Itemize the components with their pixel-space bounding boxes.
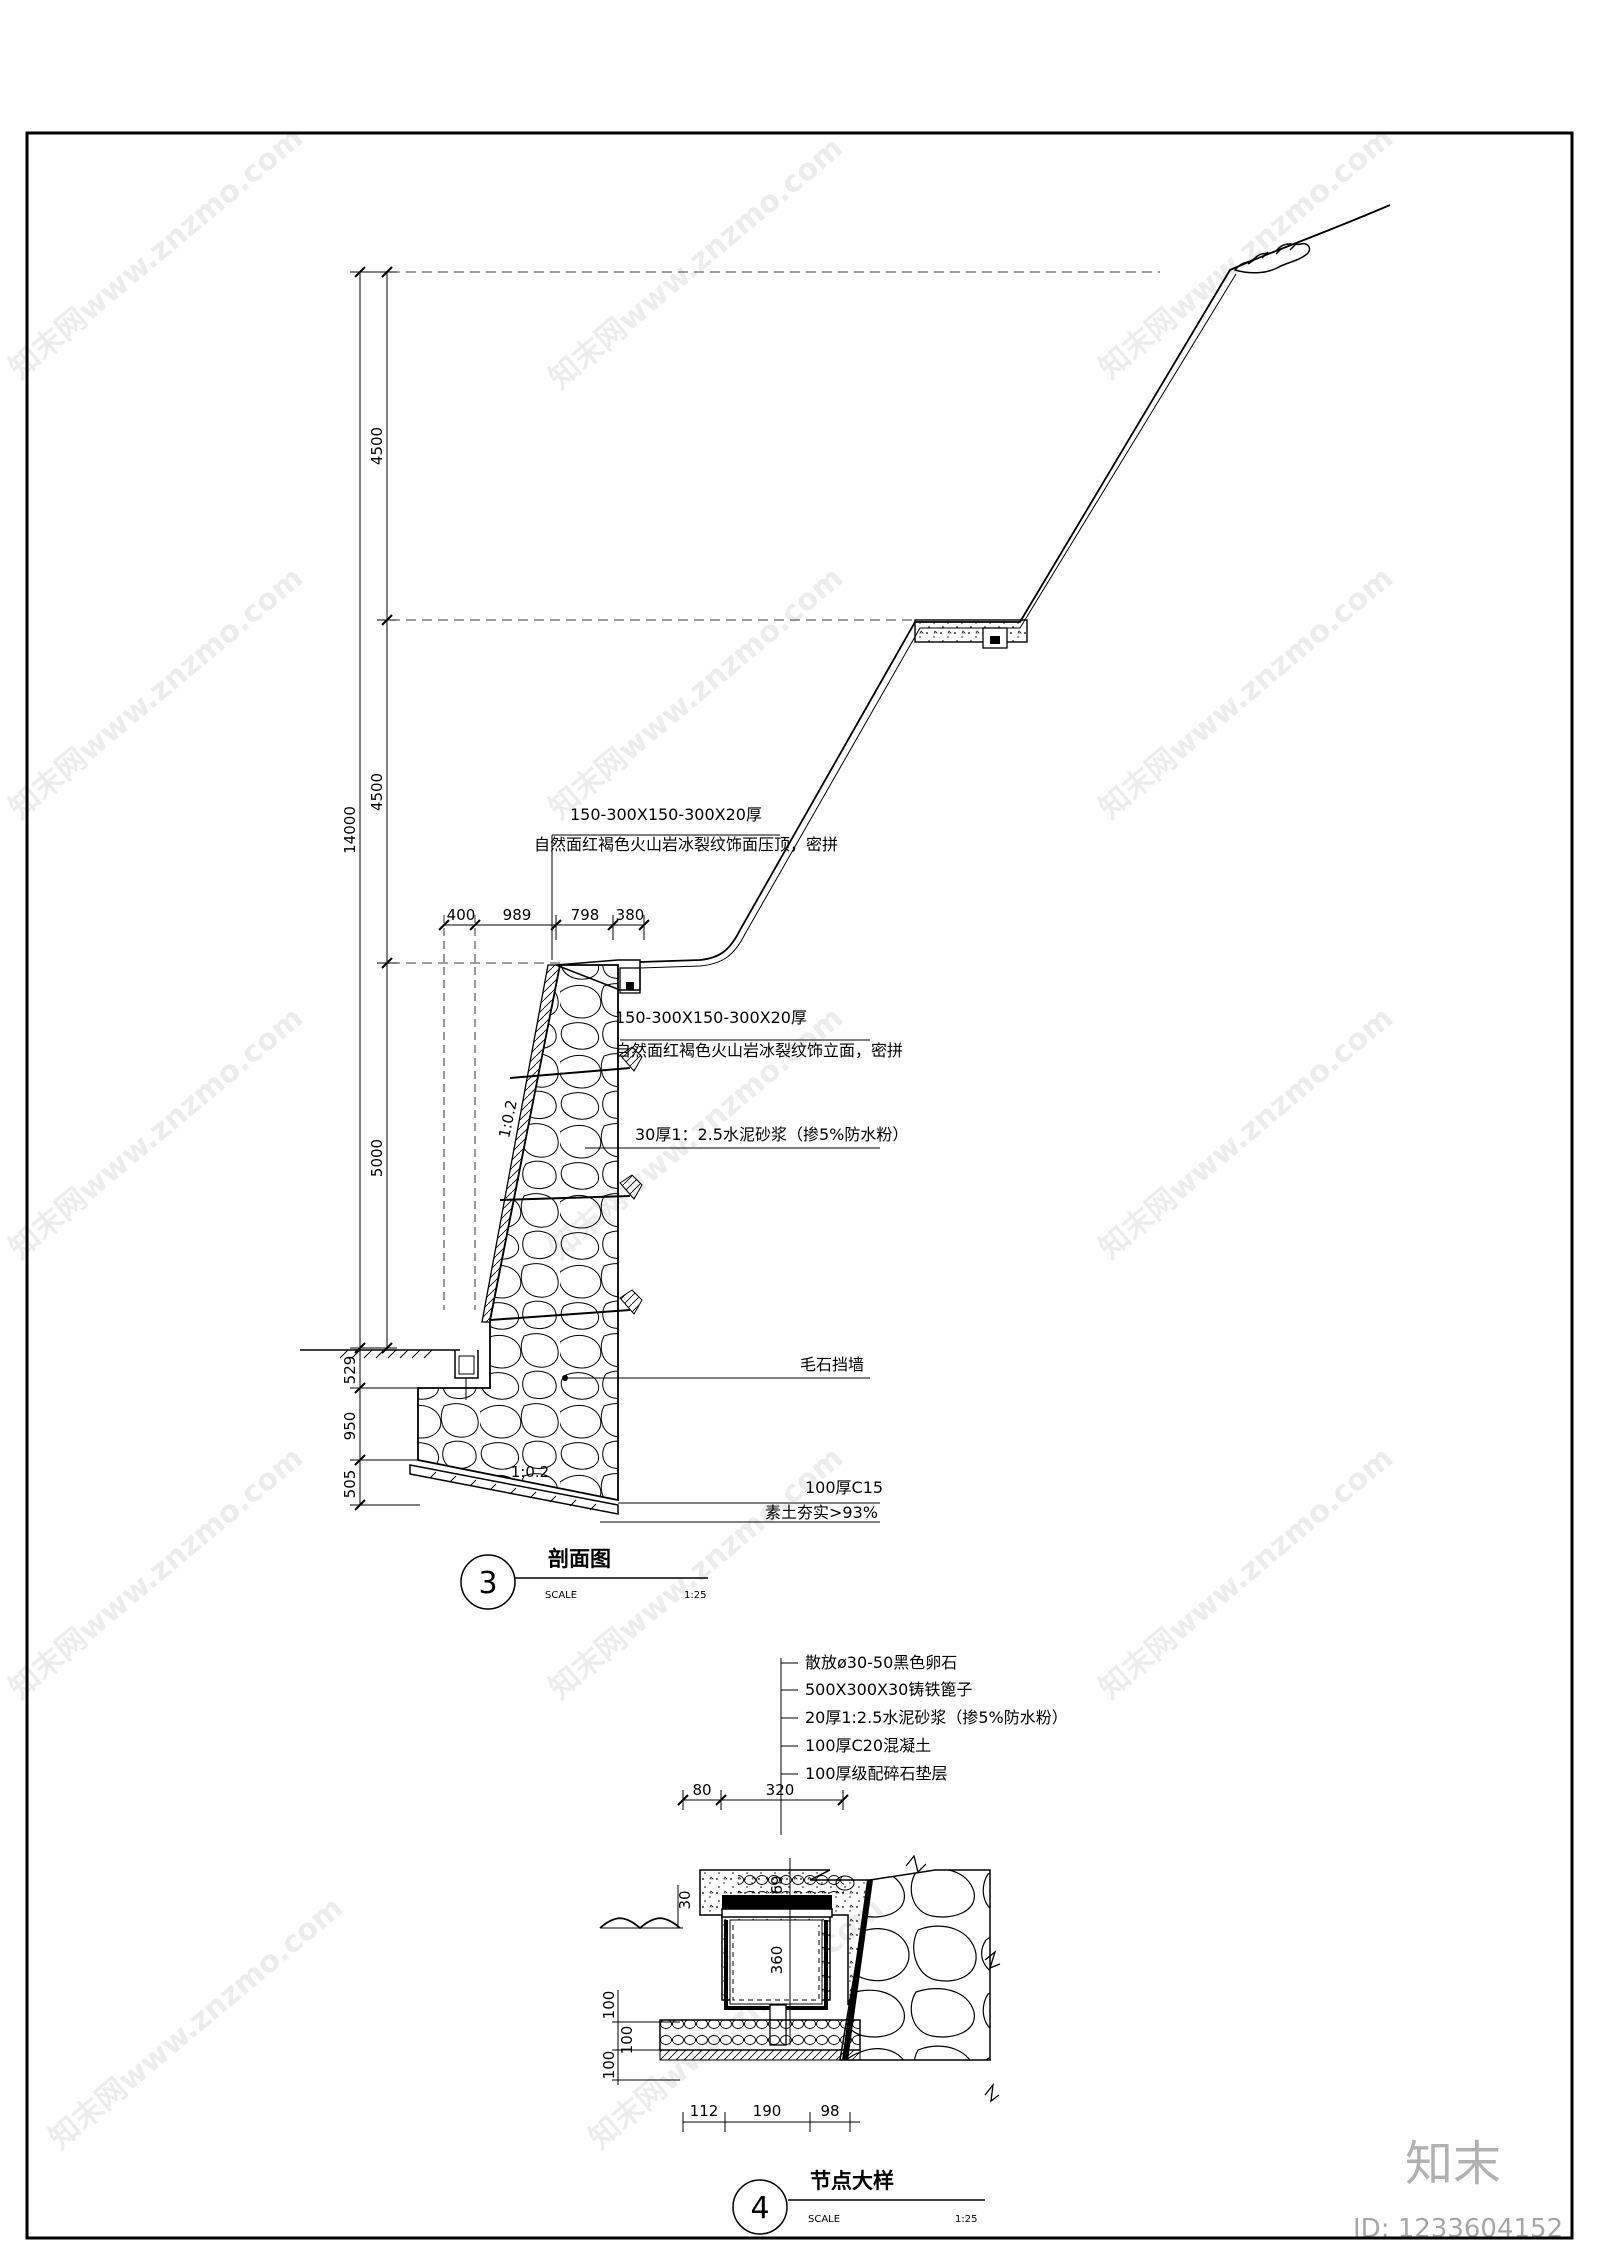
detail-dim-30: 30: [676, 1890, 694, 1909]
note-soil: 素土夯实>93%: [765, 1503, 878, 1522]
title-number-3: 3: [478, 1566, 497, 1601]
dim-top-989: 989: [503, 906, 532, 924]
watermark-text: 知末网www.znzmo.com: [3, 1000, 310, 1266]
dim-top-798: 798: [571, 906, 600, 924]
scale-label-4: SCALE: [808, 2214, 840, 2225]
note-face-desc: 自然面红褐色火山岩冰裂纹饰立面，密拼: [615, 1041, 903, 1060]
note-mortar: 30厚1：2.5水泥砂浆（掺5%防水粉）: [635, 1125, 908, 1144]
detail-dim-320: 320: [766, 1781, 795, 1799]
scale-label-3: SCALE: [545, 1590, 577, 1601]
scale-value-4: 1:25: [955, 2214, 977, 2225]
dim-base-529: 529: [341, 1356, 359, 1385]
detail-dim-100-a: 100: [600, 1991, 618, 2020]
note-rubble-wall: 毛石挡墙: [800, 1355, 864, 1374]
dim-middle-height: 4500: [368, 773, 386, 811]
detail-dim-100-c: 100: [600, 2051, 618, 2080]
dim-base-505: 505: [341, 1470, 359, 1499]
watermark-text: 知末网www.znzmo.com: [43, 1890, 350, 2156]
dim-top-380: 380: [616, 906, 645, 924]
detail-dim-360: 360: [768, 1946, 786, 1975]
brand-watermark: 知末: [1405, 2136, 1501, 2192]
detail-dim-69: 69: [768, 1875, 786, 1894]
slope-profile: [639, 204, 1391, 963]
detail-dim-112: 112: [690, 2102, 719, 2120]
watermark-text: 知末网www.znzmo.com: [1093, 1440, 1400, 1706]
detail-note-pebbles: 散放ø30-50黑色卵石: [805, 1653, 957, 1672]
dim-base-950: 950: [341, 1412, 359, 1441]
detail-note-concrete: 100厚C20混凝土: [805, 1736, 931, 1755]
title-number-circle-4: [732, 2179, 788, 2235]
title-number-circle: [460, 1554, 516, 1610]
dim-wall-height: 5000: [368, 1139, 386, 1177]
watermark-text: 知末网www.znzmo.com: [543, 130, 850, 396]
shrub-icon: [1233, 242, 1311, 274]
note-face-size: 150-300X150-300X20厚: [615, 1008, 807, 1027]
dim-top-400: 400: [447, 906, 476, 924]
note-cap-size: 150-300X150-300X20厚: [570, 805, 762, 824]
watermark-text: 知末网www.znzmo.com: [1093, 1000, 1400, 1266]
detail-dim-100-b: 100: [618, 2026, 636, 2055]
note-c15: 100厚C15: [805, 1478, 883, 1497]
watermark-text: 知末网www.znzmo.com: [1093, 560, 1400, 826]
watermark-text: 知末网www.znzmo.com: [3, 120, 310, 386]
scale-value-3: 1:25: [684, 1590, 706, 1601]
dim-upper-height: 4500: [368, 427, 386, 465]
section-3-drawing: 14000 4500 4500 5000 529 950 505: [300, 204, 1391, 1610]
dim-overall-height: 14000: [341, 806, 359, 854]
base-dimension-chain: 529 950 505: [341, 1348, 420, 1511]
watermark-text: 知末网www.znzmo.com: [3, 560, 310, 826]
brand-id: ID: 1233604152: [1353, 2214, 1563, 2244]
rubble-wall-detail: [839, 1869, 991, 2061]
detail-note-grate: 500X300X30铸铁篦子: [805, 1680, 972, 1699]
vertical-dimension-chain: 14000 4500 4500 5000: [341, 266, 397, 1354]
slope-ratio-base: 1:0.2: [511, 1463, 549, 1481]
watermark-text: 知末网www.znzmo.com: [3, 1440, 310, 1706]
sheet-border: [25, 131, 1574, 2240]
watermark-text: 知末网www.znzmo.com: [543, 560, 850, 826]
title-section: 剖面图: [548, 1547, 611, 1571]
title-detail: 节点大样: [810, 2169, 894, 2193]
title-number-4: 4: [750, 2191, 769, 2226]
watermark-text: 知末网www.znzmo.com: [1093, 120, 1400, 386]
note-cap-desc: 自然面红褐色火山岩冰裂纹饰面压顶，密拼: [534, 835, 838, 854]
detail-4-drawing: 散放ø30-50黑色卵石 500X300X30铸铁篦子 20厚1:2.5水泥砂浆…: [599, 1653, 1068, 2235]
detail-note-mortar: 20厚1:2.5水泥砂浆（掺5%防水粉）: [805, 1708, 1068, 1727]
detail-dim-98: 98: [820, 2102, 839, 2120]
detail-dim-190: 190: [753, 2102, 782, 2120]
detail-note-gravel: 100厚级配碎石垫层: [805, 1764, 948, 1783]
rubble-retaining-wall: [417, 964, 619, 1502]
detail-dim-80: 80: [692, 1781, 711, 1799]
top-dimension-chain: 400 989 798 380: [438, 906, 650, 1310]
